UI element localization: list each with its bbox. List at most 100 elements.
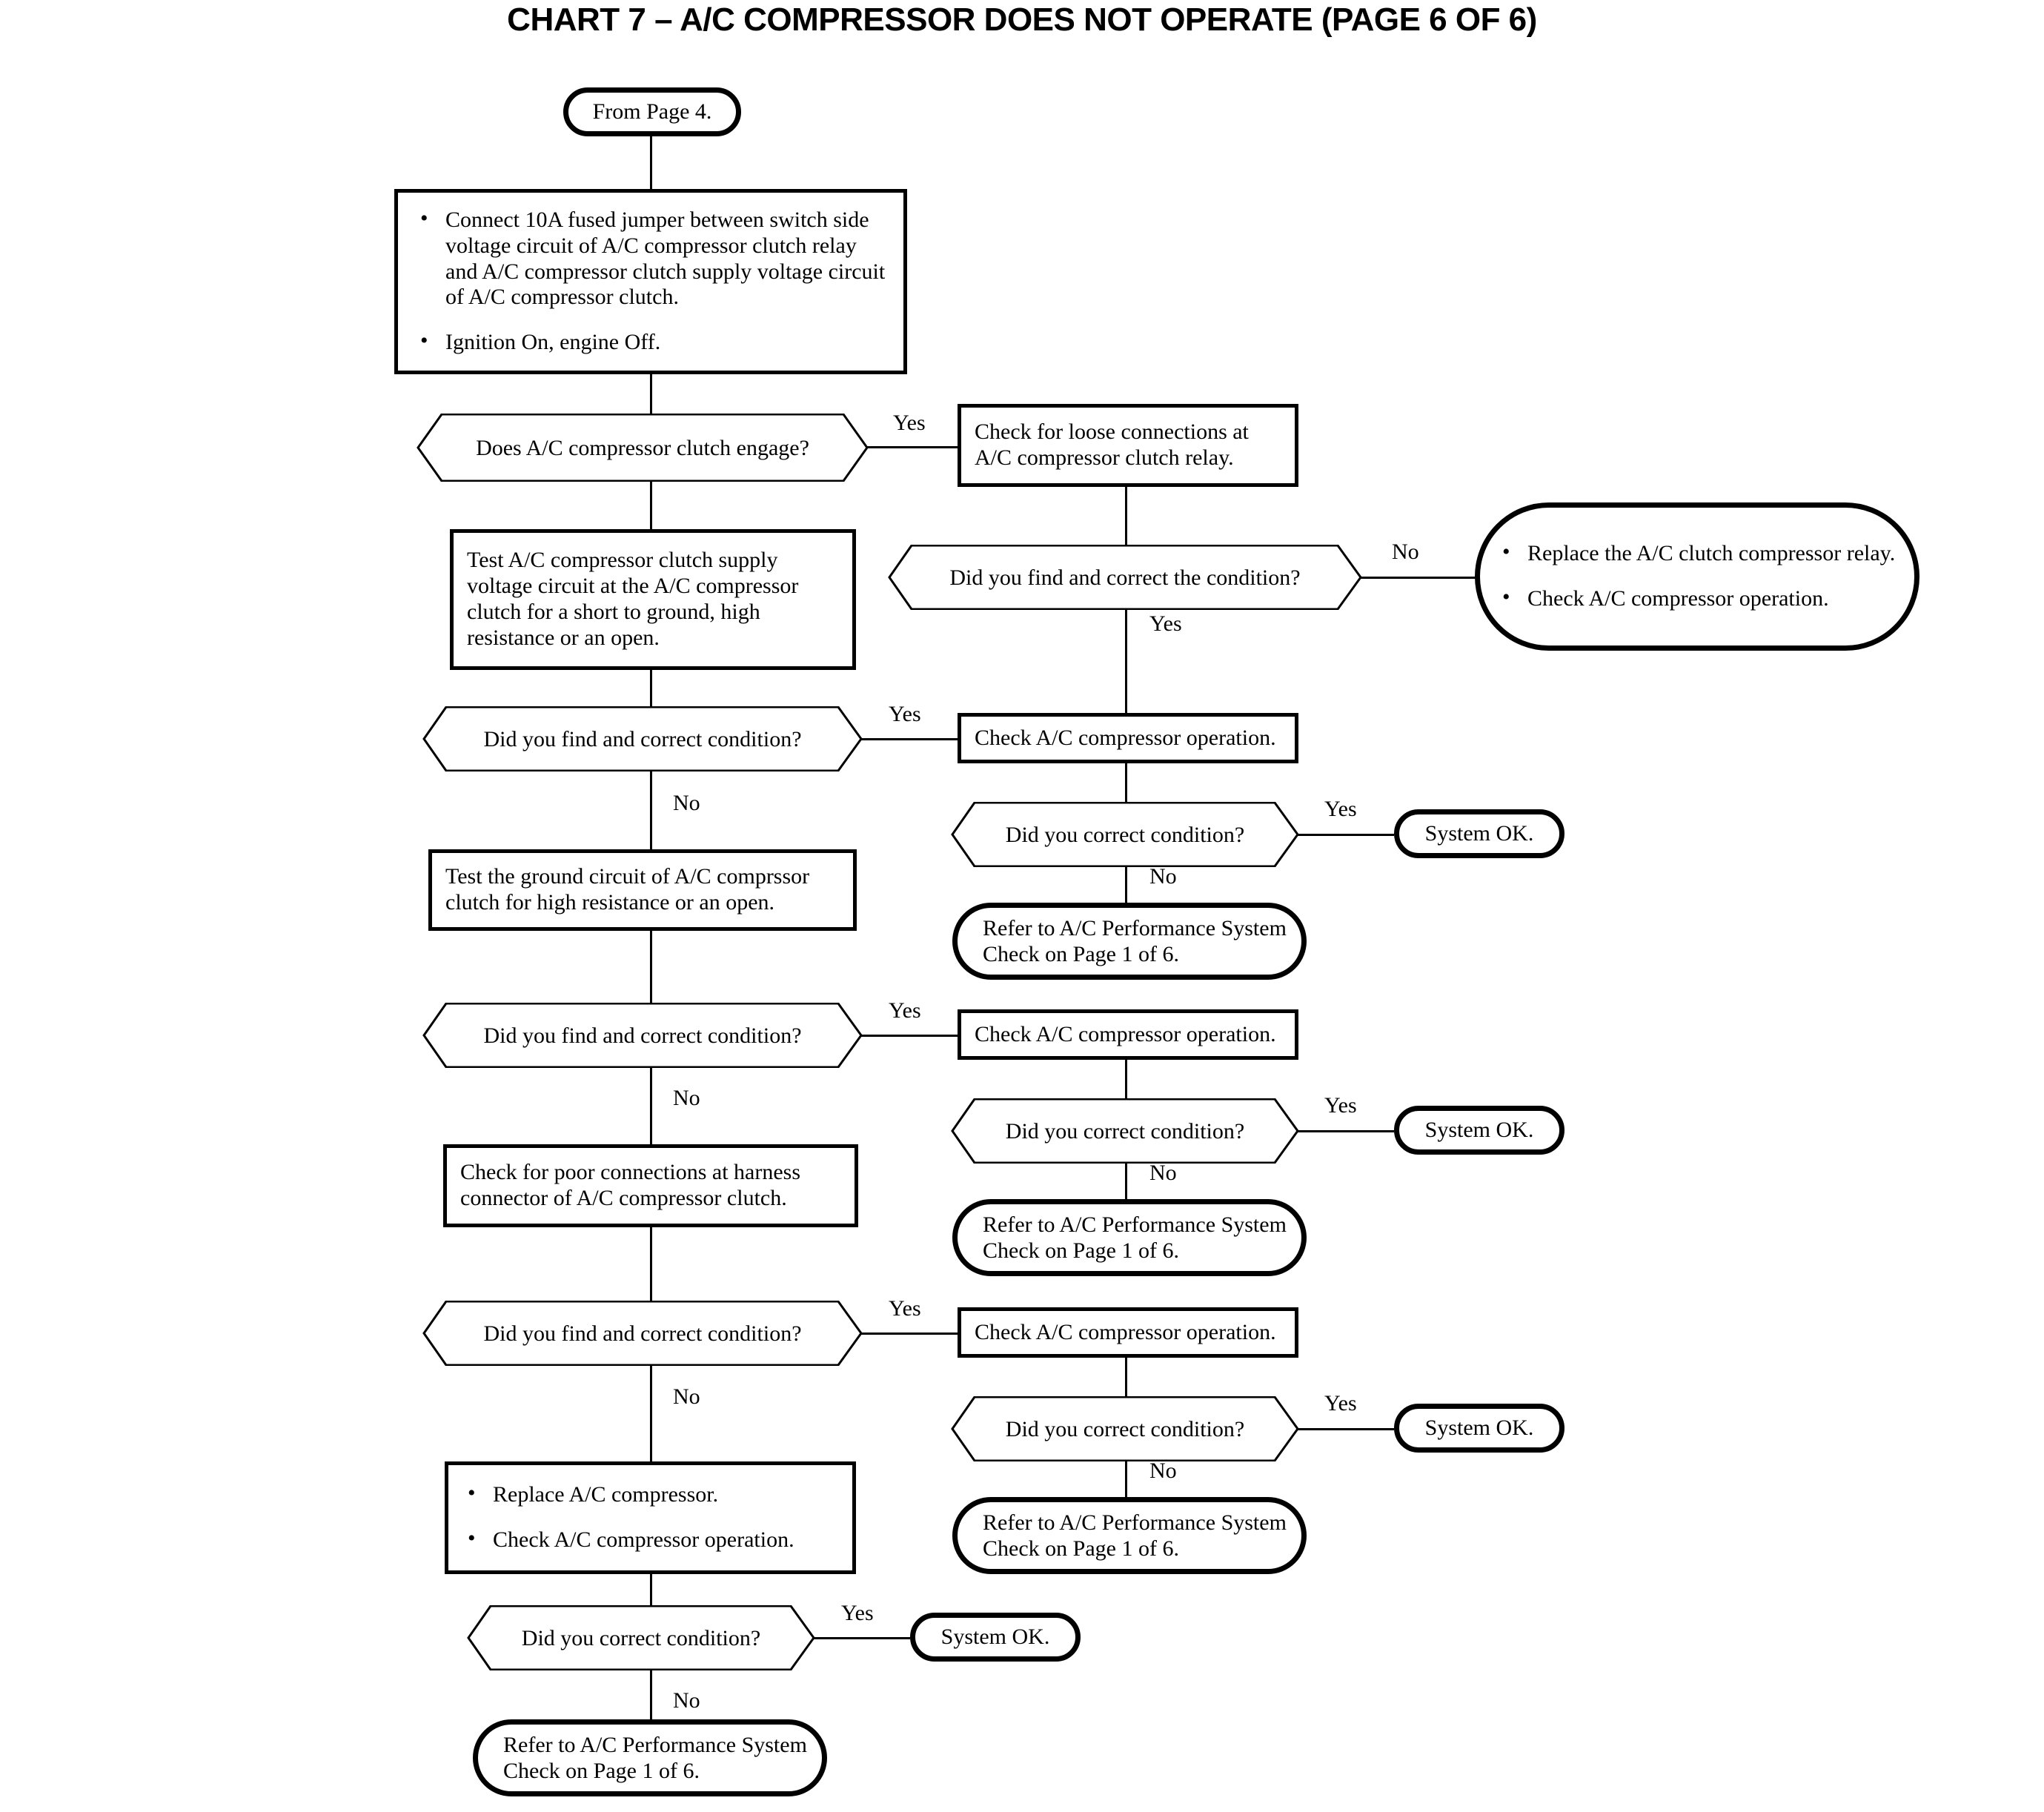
edge-step2-to-d3 bbox=[650, 669, 652, 708]
node-d3-decision: Did you find and correct condition? bbox=[422, 706, 863, 771]
node-d2-decision: Did you find and correct the condition? bbox=[888, 545, 1362, 610]
edge-d5-yes bbox=[861, 1035, 958, 1037]
node-r1-label: Check for loose connections at A/C compr… bbox=[975, 419, 1249, 470]
node-d1-decision: Does A/C compressor clutch engage? bbox=[417, 414, 869, 482]
node-d7-decision: Did you find and correct condition? bbox=[422, 1301, 863, 1366]
node-step1-bullet-1: Ignition On, engine Off. bbox=[414, 328, 887, 356]
edge-d8-yes bbox=[1298, 1428, 1394, 1430]
node-d9-label: Did you correct condition? bbox=[521, 1625, 761, 1650]
node-r4-label: Check A/C compressor operation. bbox=[975, 1021, 1276, 1046]
node-ok1-label: System OK. bbox=[1424, 821, 1534, 846]
edge-label-d1-yes: Yes bbox=[893, 411, 926, 435]
edge-label-d7-no: No bbox=[673, 1384, 700, 1409]
edge-label-d5-no: No bbox=[673, 1086, 700, 1110]
edge-label-d2-no: No bbox=[1392, 540, 1419, 564]
edge-d9-yes bbox=[814, 1637, 910, 1639]
node-step1-box: Connect 10A fused jumper between switch … bbox=[394, 189, 907, 374]
page-title: CHART 7 – A/C COMPRESSOR DOES NOT OPERAT… bbox=[507, 1, 1537, 38]
node-ok4-terminator: System OK. bbox=[910, 1613, 1081, 1662]
node-d2-label: Did you find and correct the condition? bbox=[949, 565, 1301, 590]
edge-d4-yes bbox=[1298, 834, 1394, 836]
edge-entry-to-step1 bbox=[650, 135, 652, 191]
edge-d9-no bbox=[650, 1669, 652, 1742]
edge-d4-no bbox=[1125, 866, 1127, 908]
edge-d1-no bbox=[650, 480, 652, 531]
hexagon-shape-d9 bbox=[467, 1605, 815, 1670]
node-d8-label: Did you correct condition? bbox=[1005, 1416, 1245, 1441]
edge-label-d9-no: No bbox=[673, 1688, 700, 1713]
node-d4-label: Did you correct condition? bbox=[1005, 822, 1245, 847]
node-ref3-label: Refer to A/C Performance System Check on… bbox=[983, 1510, 1287, 1561]
node-ref3-terminator: Refer to A/C Performance System Check on… bbox=[952, 1497, 1307, 1574]
node-step4-box: Check for poor connections at harness co… bbox=[443, 1144, 858, 1227]
edge-d6-no bbox=[1125, 1162, 1127, 1204]
node-ok2-label: System OK. bbox=[1424, 1118, 1534, 1143]
node-step5-box: Replace A/C compressor. Check A/C compre… bbox=[445, 1461, 856, 1574]
node-r2-terminator: Replace the A/C clutch compressor relay.… bbox=[1475, 502, 1919, 651]
edge-d2-yes bbox=[1125, 608, 1127, 713]
node-ref1-terminator: Refer to A/C Performance System Check on… bbox=[952, 903, 1307, 980]
node-ok1-terminator: System OK. bbox=[1394, 809, 1564, 858]
edge-d7-no bbox=[650, 1364, 652, 1464]
node-d3-label: Did you find and correct condition? bbox=[483, 726, 802, 751]
edge-label-d4-no: No bbox=[1149, 864, 1177, 889]
node-d7-label: Did you find and correct condition? bbox=[483, 1321, 802, 1346]
node-ref2-label: Refer to A/C Performance System Check on… bbox=[983, 1212, 1287, 1263]
edge-d1-yes bbox=[867, 446, 960, 448]
hexagon-shape-d3 bbox=[422, 706, 863, 771]
node-d4-decision: Did you correct condition? bbox=[951, 802, 1299, 867]
edge-r4-to-d6 bbox=[1125, 1059, 1127, 1100]
node-step1-bullet-0: Connect 10A fused jumper between switch … bbox=[414, 206, 887, 311]
hexagon-shape-d5 bbox=[422, 1003, 863, 1068]
node-r5-label: Check A/C compressor operation. bbox=[975, 1319, 1276, 1344]
node-step5-bullet-0: Replace A/C compressor. bbox=[462, 1481, 794, 1508]
edge-step3-to-d5 bbox=[650, 930, 652, 1006]
edge-d3-yes bbox=[861, 738, 958, 740]
node-entry-label: From Page 4. bbox=[592, 99, 712, 125]
edge-d6-yes bbox=[1298, 1130, 1394, 1132]
node-step2-label: Test A/C compressor clutch supply voltag… bbox=[467, 548, 799, 650]
edge-label-d6-no: No bbox=[1149, 1161, 1177, 1185]
edge-label-d4-yes: Yes bbox=[1324, 797, 1357, 821]
node-d6-decision: Did you correct condition? bbox=[951, 1098, 1299, 1164]
node-ok4-label: System OK. bbox=[940, 1625, 1050, 1650]
node-ref2-terminator: Refer to A/C Performance System Check on… bbox=[952, 1199, 1307, 1276]
node-ref4-terminator: Refer to A/C Performance System Check on… bbox=[473, 1719, 827, 1796]
edge-d8-no bbox=[1125, 1460, 1127, 1502]
node-d5-decision: Did you find and correct condition? bbox=[422, 1003, 863, 1068]
edge-step4-to-d7 bbox=[650, 1227, 652, 1304]
node-r2-bullet-list: Replace the A/C clutch compressor relay.… bbox=[1480, 540, 1914, 612]
node-ok3-label: System OK. bbox=[1424, 1416, 1534, 1441]
node-step2-box: Test A/C compressor clutch supply voltag… bbox=[450, 529, 856, 670]
hexagon-shape-d6 bbox=[951, 1098, 1299, 1164]
edge-d3-no bbox=[650, 770, 652, 851]
edge-r1-to-d2 bbox=[1125, 486, 1127, 546]
hexagon-shape-d2 bbox=[888, 545, 1362, 610]
node-ok3-terminator: System OK. bbox=[1394, 1404, 1564, 1453]
edge-label-d5-yes: Yes bbox=[889, 998, 921, 1023]
hexagon-shape-d7 bbox=[422, 1301, 863, 1366]
node-step1-bullet-list: Connect 10A fused jumper between switch … bbox=[398, 206, 903, 356]
edge-r5-to-d8 bbox=[1125, 1357, 1127, 1398]
edge-label-d6-yes: Yes bbox=[1324, 1093, 1357, 1118]
edge-d2-no bbox=[1361, 577, 1478, 579]
node-ref1-label: Refer to A/C Performance System Check on… bbox=[983, 915, 1287, 966]
hexagon-shape-d8 bbox=[951, 1396, 1299, 1461]
edge-d7-yes bbox=[861, 1333, 958, 1335]
edge-label-d3-yes: Yes bbox=[889, 702, 921, 726]
node-d5-label: Did you find and correct condition? bbox=[483, 1023, 802, 1048]
edge-label-d2-yes: Yes bbox=[1149, 611, 1182, 636]
node-r1-box: Check for loose connections at A/C compr… bbox=[958, 404, 1298, 487]
edge-label-d3-no: No bbox=[673, 791, 700, 815]
node-step3-box: Test the ground circuit of A/C comprssor… bbox=[428, 849, 857, 931]
node-r5-box: Check A/C compressor operation. bbox=[958, 1307, 1298, 1358]
node-d9-decision: Did you correct condition? bbox=[467, 1605, 815, 1670]
node-r3-box: Check A/C compressor operation. bbox=[958, 713, 1298, 763]
node-r4-box: Check A/C compressor operation. bbox=[958, 1009, 1298, 1060]
node-r2-bullet-0: Replace the A/C clutch compressor relay. bbox=[1496, 540, 1898, 567]
node-step3-label: Test the ground circuit of A/C comprssor… bbox=[445, 864, 810, 915]
node-ok2-terminator: System OK. bbox=[1394, 1106, 1564, 1155]
node-step4-label: Check for poor connections at harness co… bbox=[460, 1160, 801, 1210]
edge-r3-to-d4 bbox=[1125, 763, 1127, 803]
